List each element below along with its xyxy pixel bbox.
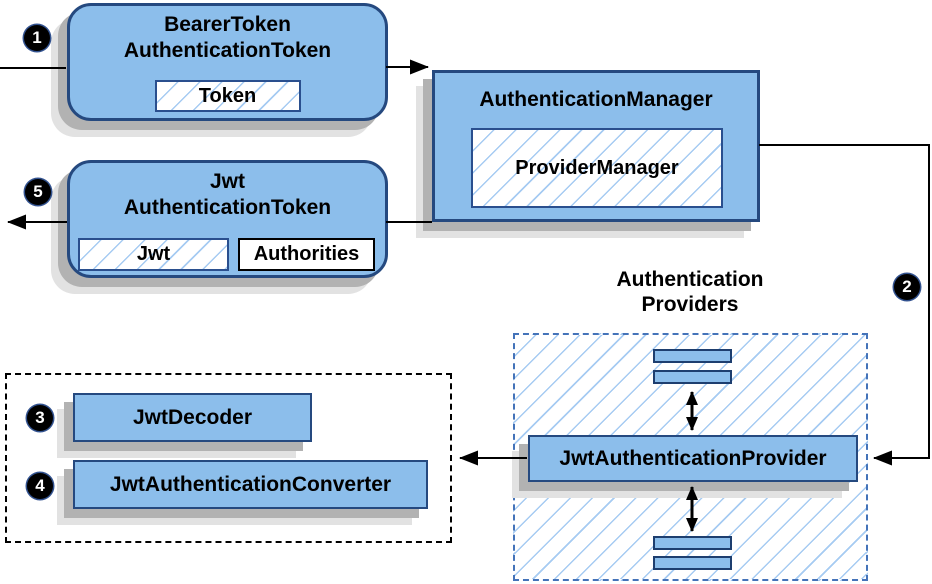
bearer-token-title-line2: AuthenticationToken — [123, 39, 332, 62]
jwt-token-title-line2: AuthenticationToken — [123, 196, 332, 219]
jwt-token-title-line1: Jwt — [209, 170, 245, 193]
step-badge-2: 2 — [894, 274, 920, 300]
jwt-chip: Jwt — [78, 238, 229, 271]
step-badge-4: 4 — [27, 473, 53, 499]
provider-manager-chip: ProviderManager — [471, 128, 723, 208]
authentication-providers-label-line1: Authentication — [616, 268, 764, 291]
authentication-manager-node: AuthenticationManager ProviderManager — [432, 70, 760, 222]
provider-placeholder-rect — [653, 370, 732, 384]
bearer-token-title-line1: BearerToken — [164, 13, 291, 36]
jwt-authentication-token-node: Jwt AuthenticationToken Jwt Authorities — [67, 160, 388, 278]
jwt-authentication-converter-node: JwtAuthenticationConverter — [73, 460, 428, 509]
bearer-token-node: BearerToken AuthenticationToken Token — [67, 3, 388, 121]
jwt-authentication-token-title: Jwt AuthenticationToken — [70, 163, 385, 221]
authentication-providers-label-line2: Providers — [641, 293, 739, 316]
authentication-manager-title: AuthenticationManager — [479, 88, 713, 111]
provider-placeholder-rect — [653, 556, 732, 570]
provider-placeholder-rect — [653, 349, 732, 363]
step-badge-1: 1 — [24, 25, 50, 51]
bearer-token-title: BearerToken AuthenticationToken — [70, 6, 385, 64]
authentication-providers-label: Authentication Providers — [560, 267, 820, 317]
authorities-chip: Authorities — [238, 238, 375, 271]
step-badge-3: 3 — [27, 405, 53, 431]
token-chip: Token — [154, 80, 301, 112]
provider-placeholder-rect — [653, 536, 732, 550]
jwt-decoder-node: JwtDecoder — [73, 393, 312, 442]
step-badge-5: 5 — [25, 179, 51, 205]
jwt-authentication-provider-node: JwtAuthenticationProvider — [528, 435, 858, 482]
